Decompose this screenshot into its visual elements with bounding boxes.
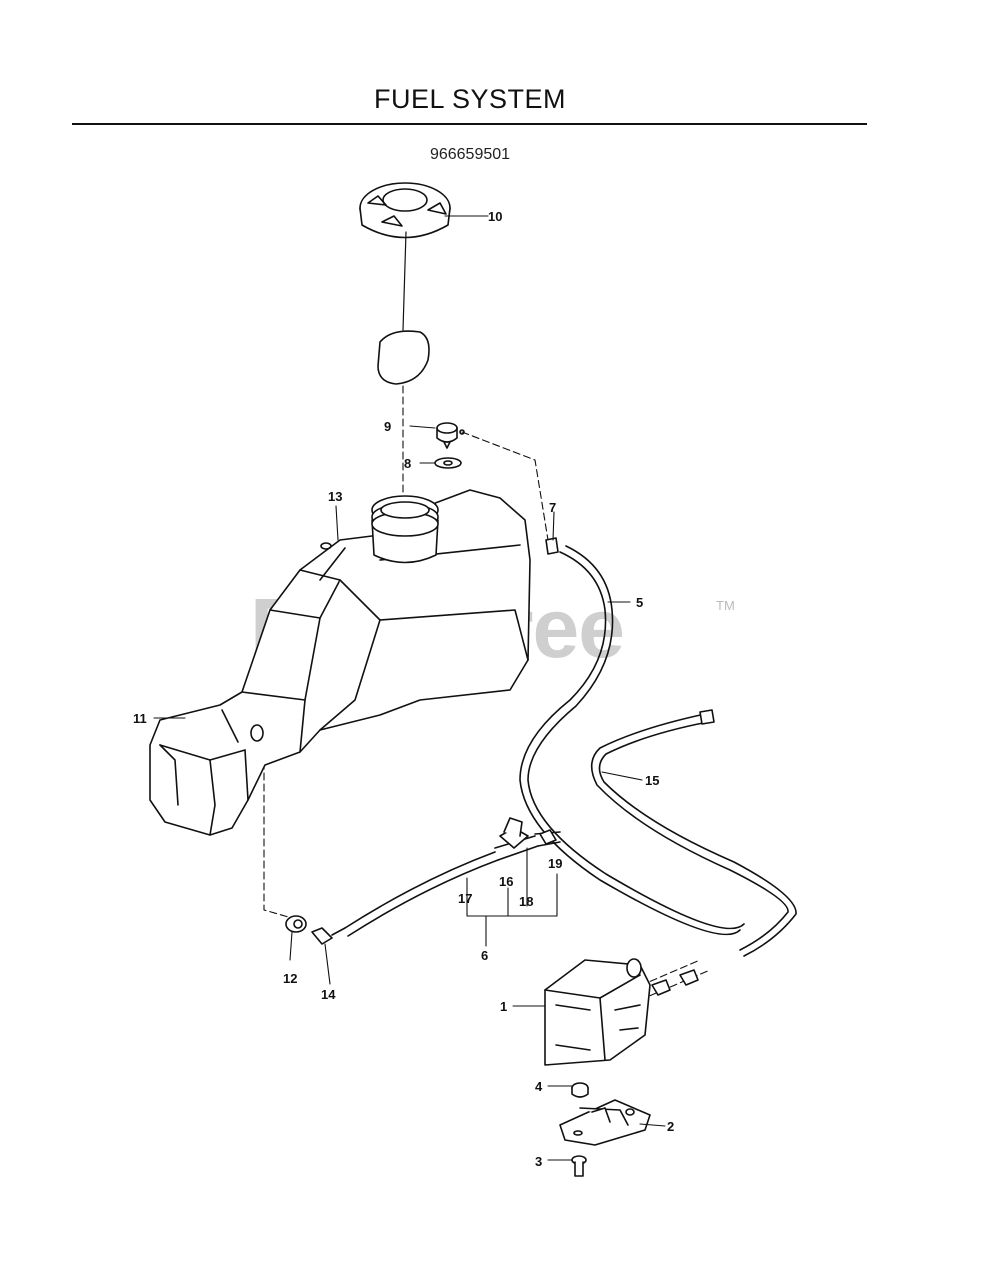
callout-7: 7 [549, 500, 556, 515]
title-divider [72, 123, 867, 125]
callout-19: 19 [548, 856, 562, 871]
callout-labels: 10 9 8 13 7 5 11 15 16 19 17 18 6 12 14 … [133, 209, 674, 1169]
callout-15: 15 [645, 773, 659, 788]
callout-9: 9 [384, 419, 391, 434]
vent-hose-15[interactable] [590, 709, 797, 957]
callout-leaders [153, 215, 666, 1161]
tank-filler-neck [371, 495, 439, 564]
callout-12: 12 [283, 971, 297, 986]
cap-tether [402, 231, 407, 331]
trademark-mark: TM [716, 598, 735, 613]
callout-18: 18 [519, 894, 533, 909]
callout-14: 14 [321, 987, 336, 1002]
cap-gasket-part[interactable] [377, 330, 430, 385]
shutoff-valve-part[interactable] [499, 817, 557, 849]
bolt-part[interactable] [571, 1155, 587, 1177]
nut-part[interactable] [571, 1082, 589, 1098]
fuel-line-assembly-6[interactable] [344, 831, 561, 937]
callout-10: 10 [488, 209, 502, 224]
model-number: 966659501 [429, 146, 511, 163]
callout-3: 3 [535, 1154, 542, 1169]
callout-16: 16 [499, 874, 513, 889]
tank-mount-nub [320, 542, 332, 550]
callout-13: 13 [328, 489, 342, 504]
callout-1: 1 [500, 999, 507, 1014]
callout-5: 5 [636, 595, 643, 610]
page-title: FUEL SYSTEM [373, 84, 567, 114]
hose-fitting-part[interactable] [311, 927, 346, 945]
charcoal-canister-part[interactable] [544, 958, 699, 1066]
mounting-bracket-part[interactable] [559, 1099, 651, 1146]
vent-valve-part[interactable] [436, 422, 465, 449]
washer-part[interactable] [434, 457, 462, 469]
callout-2: 2 [667, 1119, 674, 1134]
callout-4: 4 [535, 1079, 543, 1094]
tank-outlet-port [250, 724, 264, 742]
callout-11: 11 [133, 711, 147, 726]
fuel-cap-part[interactable] [359, 182, 451, 239]
callout-6: 6 [481, 948, 488, 963]
grommet-part[interactable] [285, 915, 307, 933]
fuel-tank-part[interactable] [149, 489, 531, 836]
callout-8: 8 [404, 456, 411, 471]
hose-clamp-7[interactable] [545, 537, 559, 555]
callout-17: 17 [458, 891, 472, 906]
fuel-hose-5[interactable] [519, 545, 745, 936]
